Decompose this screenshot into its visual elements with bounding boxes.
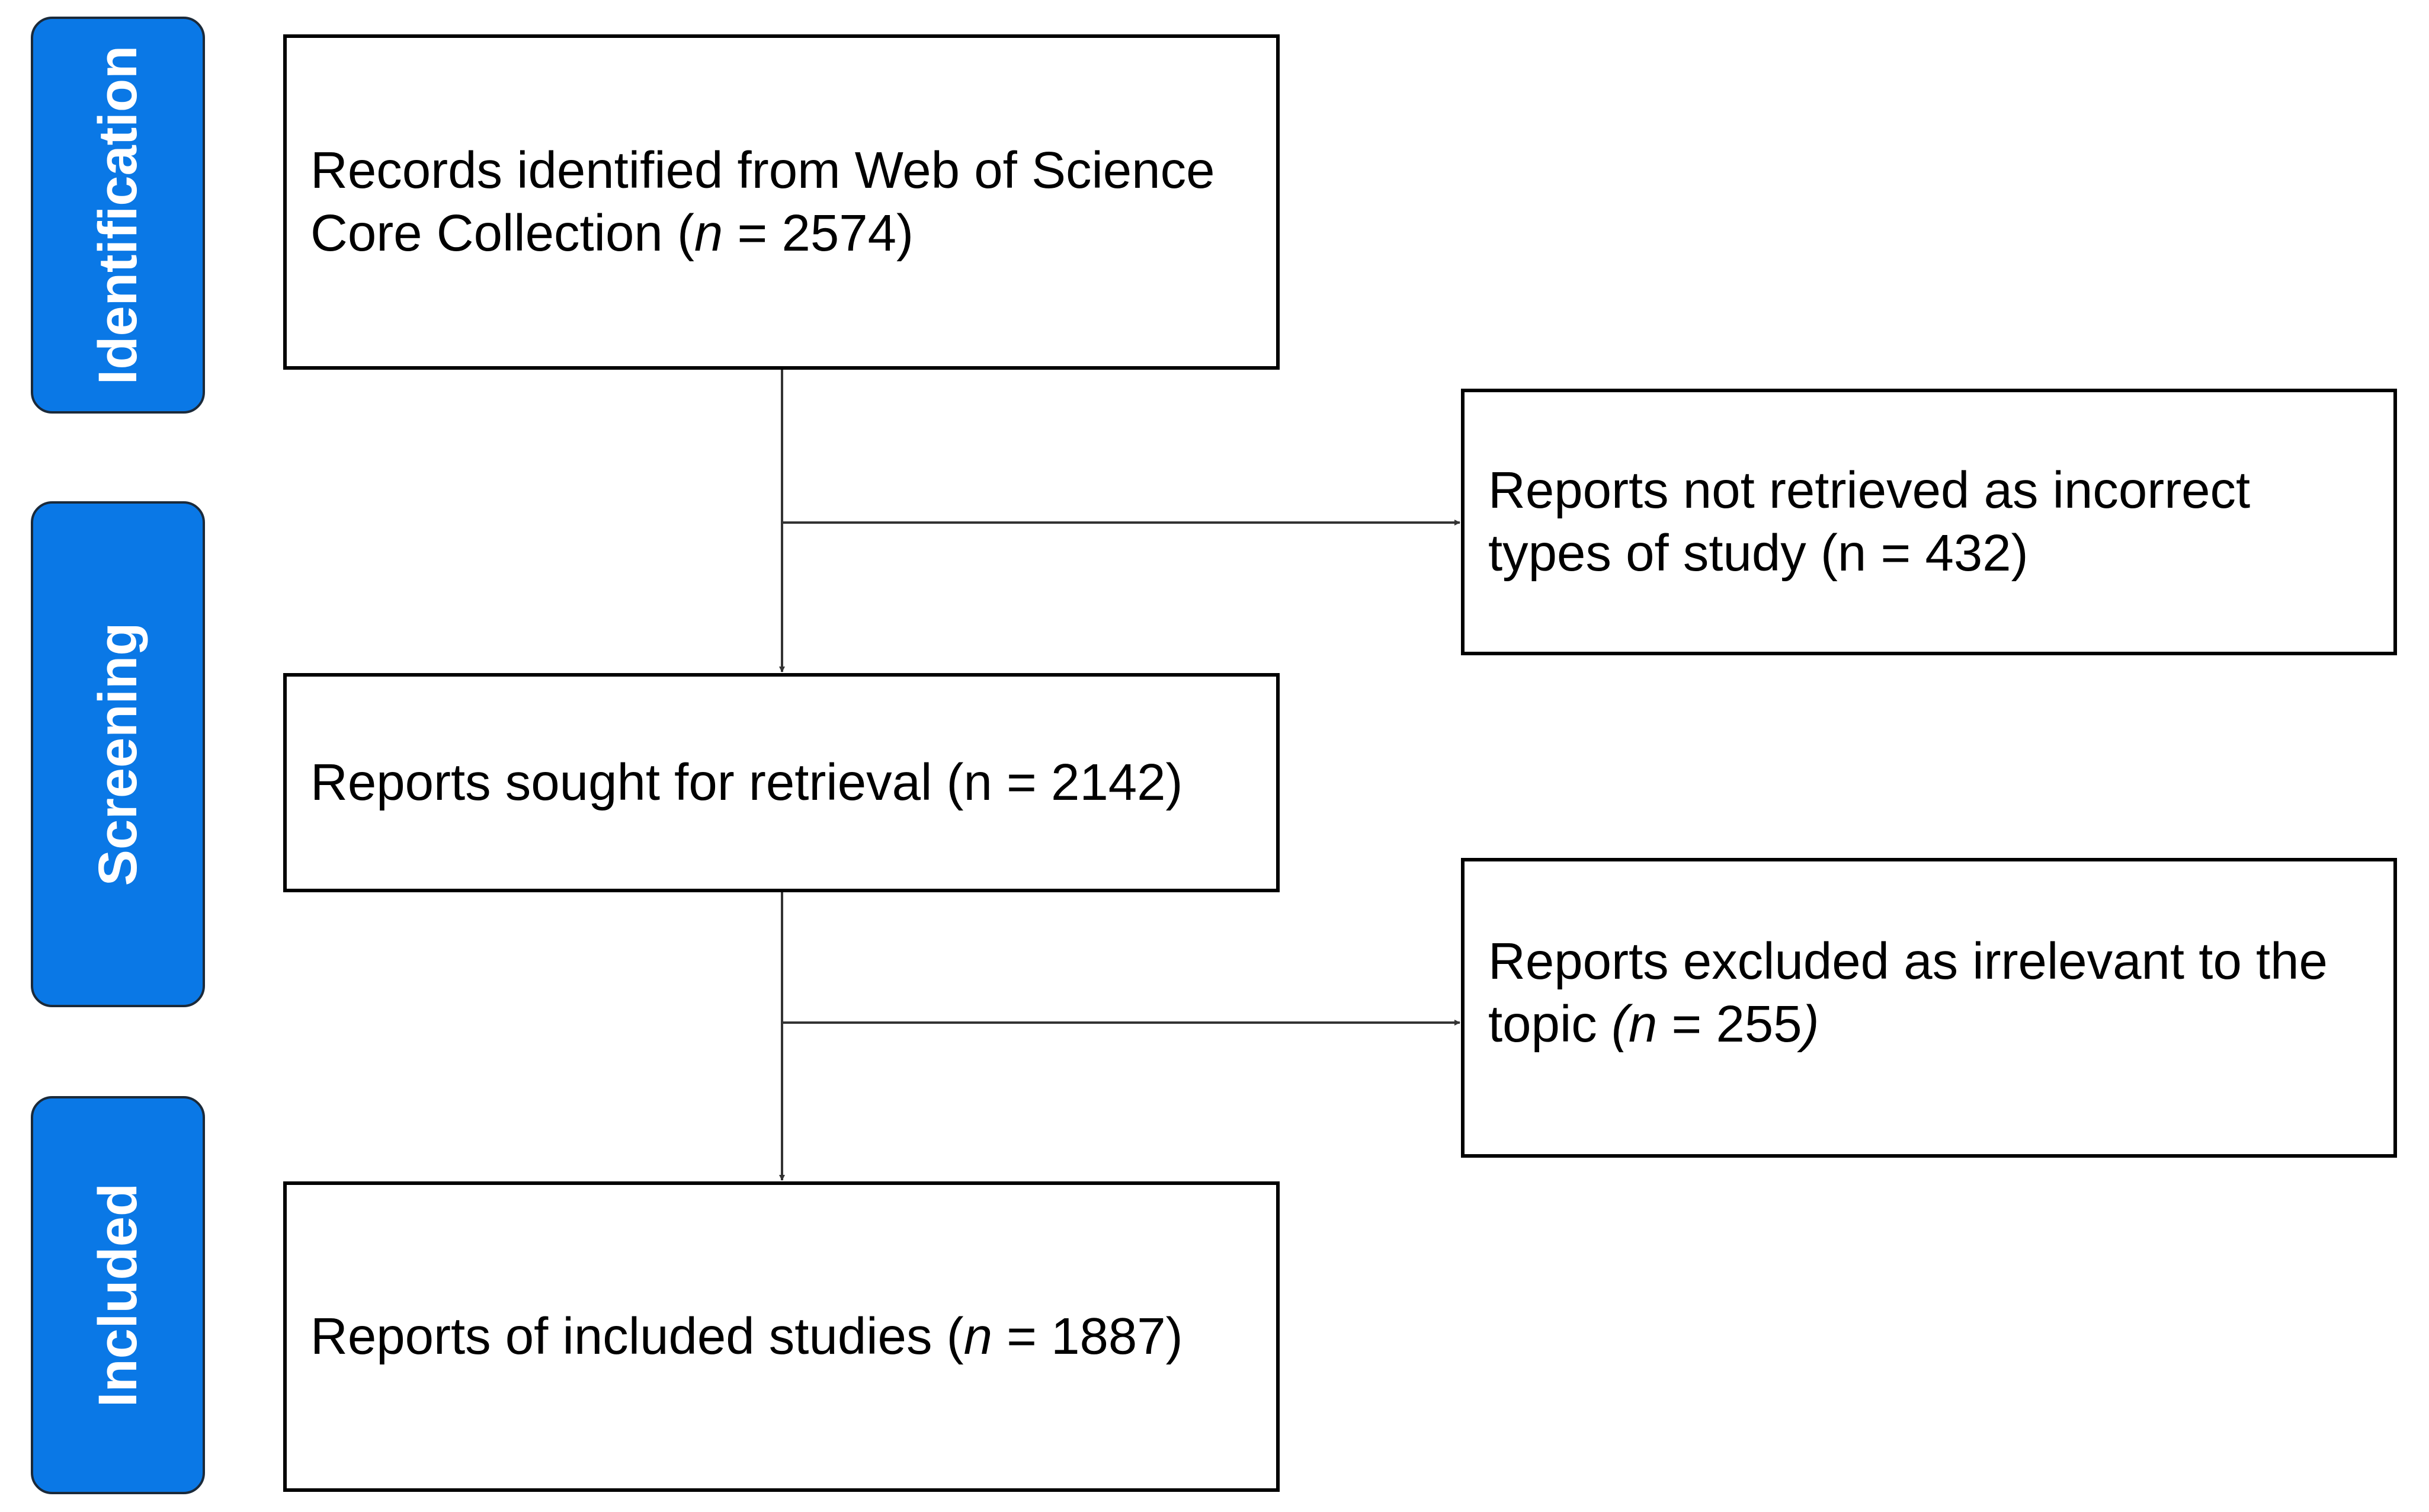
sought-for-retrieval-label: Reports sought for retrieval (n = 2142) (310, 753, 1183, 811)
included-studies-box: Reports of included studies (n = 1887) (283, 1181, 1280, 1492)
records-identified-line1: Records identified from Web of Science (310, 141, 1215, 199)
n-symbol: n (694, 204, 723, 262)
excluded-text: Reports excluded as irrelevant to the to… (1488, 930, 2328, 1056)
excluded-n-symbol: (n (1611, 995, 1658, 1053)
included-studies-count: = 1887) (992, 1307, 1183, 1365)
included-studies-prefix: Reports of included studies ( (310, 1307, 964, 1365)
records-identified-box: Records identified from Web of Science C… (283, 34, 1280, 370)
excluded-line1: Reports excluded as irrelevant to the (1488, 932, 2328, 990)
not-retrieved-text: Reports not retrieved as incorrect types… (1488, 459, 2250, 585)
excluded-close-paren: ) (1802, 995, 1819, 1053)
phase-identification: Identification (31, 17, 205, 414)
excluded-box: Reports excluded as irrelevant to the to… (1461, 858, 2397, 1158)
sought-for-retrieval-text: Reports sought for retrieval (n = 2142) (310, 751, 1183, 814)
included-studies-text: Reports of included studies (n = 1887) (310, 1305, 1183, 1368)
not-retrieved-line2: types of study (n = 432) (1488, 524, 2029, 582)
not-retrieved-line1: Reports not retrieved as incorrect (1488, 461, 2251, 519)
records-identified-count: = 2574) (723, 204, 914, 262)
records-identified-text: Records identified from Web of Science C… (310, 139, 1214, 265)
not-retrieved-box: Reports not retrieved as incorrect types… (1461, 389, 2397, 655)
included-n-symbol: n (963, 1307, 992, 1365)
phase-screening: Screening (31, 501, 205, 1007)
phase-included: Included (31, 1096, 205, 1494)
sought-for-retrieval-box: Reports sought for retrieval (n = 2142) (283, 673, 1280, 892)
excluded-line2-prefix: topic (1488, 995, 1611, 1053)
excluded-count: = 255 (1657, 995, 1802, 1053)
records-identified-line2-prefix: Core Collection ( (310, 204, 694, 262)
